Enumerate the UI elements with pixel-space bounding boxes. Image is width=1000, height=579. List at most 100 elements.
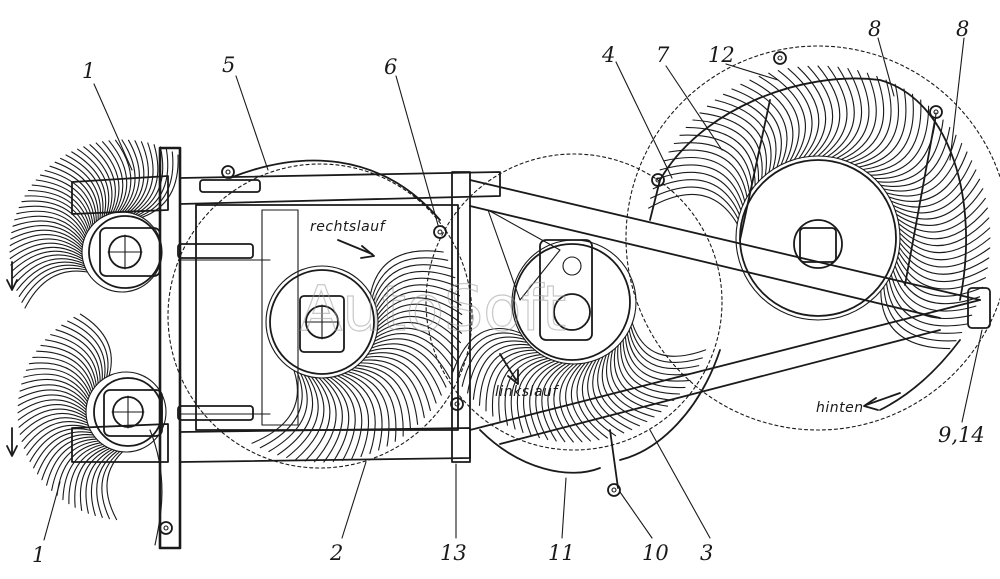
rake-tine <box>854 83 899 166</box>
rake-tine <box>894 178 981 220</box>
rake-tine <box>659 164 744 207</box>
rake-tine <box>663 157 746 202</box>
clamp-icon <box>450 397 464 411</box>
swath-circles <box>167 45 1000 469</box>
rake-tine <box>890 160 973 208</box>
rake-tine <box>325 377 350 463</box>
rake-tine <box>23 421 89 449</box>
rake-tine <box>33 431 93 469</box>
rake-tine <box>35 179 92 227</box>
rake-tine <box>101 450 121 520</box>
rake-tine <box>822 65 848 157</box>
clamps <box>159 51 991 535</box>
rake-tine <box>845 75 885 162</box>
rake-tine <box>377 297 463 320</box>
callout-label: 11 <box>548 541 575 565</box>
rake-tine <box>371 257 449 298</box>
rake-tine <box>372 338 451 380</box>
rake-tine <box>456 332 523 380</box>
rake-tine <box>374 270 456 305</box>
rotor-front-lower <box>17 313 167 521</box>
rake-tine <box>347 371 390 447</box>
rake-tine <box>498 354 542 422</box>
rake-tine <box>624 336 691 382</box>
rake-tine <box>68 445 106 505</box>
rake-tine <box>132 144 159 215</box>
arrow-left-icon <box>863 392 901 411</box>
rake-tine <box>374 333 455 371</box>
rotation-label-right: rechtslauf <box>310 219 387 235</box>
rake-tine <box>46 438 98 486</box>
rake-tine <box>817 65 841 157</box>
rake-tine <box>535 362 563 441</box>
rake-tine <box>892 169 977 214</box>
rake-tine <box>36 434 94 475</box>
rake-tine <box>630 326 703 363</box>
rake-tine <box>18 389 87 408</box>
rake-tine <box>45 339 97 386</box>
hub-front-lower <box>93 377 163 447</box>
direction-label-rear: hinten <box>816 400 864 416</box>
leader-lines <box>43 37 983 541</box>
rake-tine <box>85 448 113 514</box>
clamp-icon <box>607 483 621 497</box>
rake-tine <box>55 329 101 383</box>
rake-tine <box>28 362 91 395</box>
rake-tine <box>79 447 111 512</box>
rake-tine <box>23 373 89 400</box>
clamp-icon <box>929 105 943 119</box>
rake-tine <box>768 72 806 160</box>
rake-tine <box>364 355 431 412</box>
rake-tine <box>898 251 988 282</box>
rake-tine <box>40 344 96 388</box>
rake-tine <box>897 197 986 233</box>
rake-tine <box>836 70 870 159</box>
rake-tine <box>106 451 124 521</box>
rake-tine <box>523 360 556 436</box>
rake-tine <box>141 154 179 218</box>
rake-tine <box>722 93 777 171</box>
rake-tine <box>376 284 461 313</box>
rake-tine <box>896 188 984 226</box>
rake-tine <box>553 363 575 443</box>
callout-label: 13 <box>440 541 467 565</box>
rake-tine <box>41 436 96 481</box>
rake-tine <box>706 105 767 176</box>
callout-label: 6 <box>384 55 397 79</box>
rake-tine <box>648 194 738 225</box>
rake-tine <box>268 373 308 453</box>
rake-tine <box>692 119 759 183</box>
rake-tine <box>9 242 83 260</box>
rake-tine <box>16 210 85 239</box>
callout-label: 5 <box>222 53 235 77</box>
hub-rear <box>739 159 897 317</box>
arrow-down-icon <box>6 427 18 457</box>
rake-tine <box>333 376 363 460</box>
rake-tine <box>12 220 84 244</box>
rake-tine <box>570 362 600 441</box>
rake-tine <box>277 374 314 456</box>
rake-tine <box>74 446 108 508</box>
clamp-icon <box>967 287 991 329</box>
rake-tine <box>576 361 608 439</box>
rake-tine <box>18 264 86 297</box>
clamp-icon <box>159 521 173 535</box>
rotation-label-left: linkslauf <box>495 384 559 400</box>
rake-tine <box>12 254 84 279</box>
rake-tine <box>295 376 325 461</box>
rake-tine <box>547 363 571 443</box>
rake-tine <box>749 79 794 164</box>
callout-label: 7 <box>656 43 670 67</box>
rake-tine <box>353 367 404 437</box>
rake-tine <box>628 329 700 370</box>
rake-tine <box>9 238 83 253</box>
rake-tine <box>17 403 87 421</box>
rake-tine <box>10 246 83 266</box>
rake-tine <box>286 375 319 459</box>
rake-tine <box>11 250 84 272</box>
rake-tine <box>714 99 772 173</box>
rake-tine <box>858 88 907 168</box>
rake-tine <box>18 205 86 237</box>
rake-tine <box>126 140 145 213</box>
